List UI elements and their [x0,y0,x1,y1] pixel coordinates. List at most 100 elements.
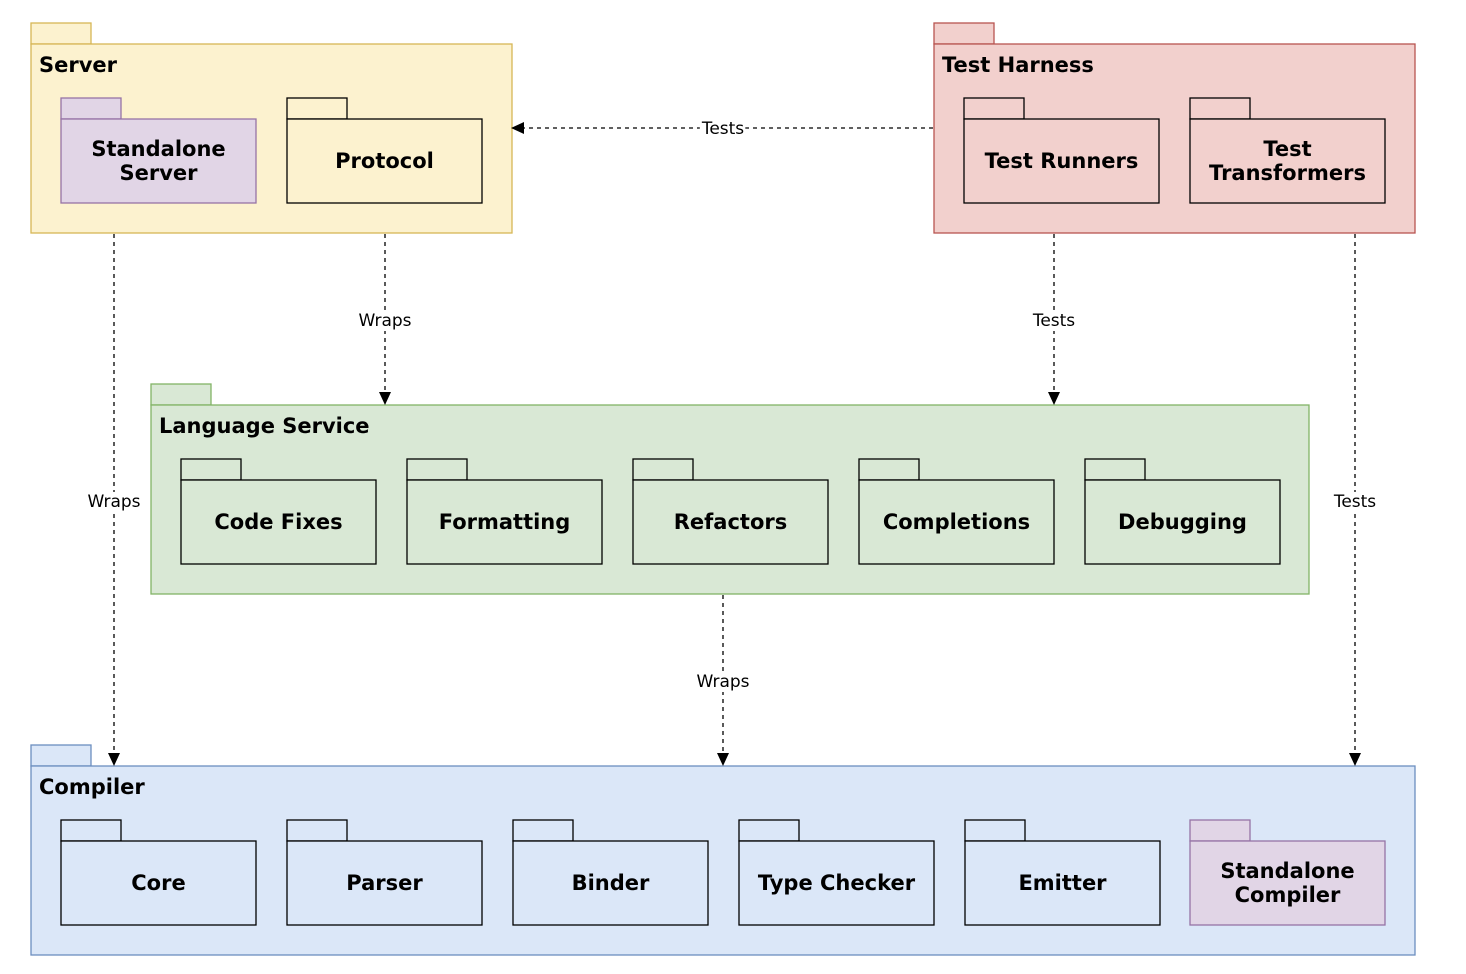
subpackage-core-tab [60,819,122,842]
subpackage-standalone-compiler-label: Standalone [1220,859,1354,883]
edge-language-service-to-compiler: Wraps [695,595,751,766]
subpackage-test-runners-tab [963,97,1025,120]
edge-server-to-compiler-label: Wraps [87,492,140,512]
subpackage-test-transformers-label: Transformers [1209,161,1366,185]
subpackage-refactors-label: Refactors [674,510,788,534]
subpackage-code-fixes-body [180,479,377,565]
subpackage-standalone-server-body [60,118,257,204]
subpackage-protocol-tab [286,97,348,120]
subpackage-core-body [60,840,257,926]
subpackage-parser: Parser [286,819,483,926]
subpackage-code-fixes-tab [180,458,242,481]
edge-protocol-to-language-service-label-bg [357,311,413,331]
edge-test-runners-to-language-service-label: Tests [1032,311,1075,331]
subpackage-parser-body [286,840,483,926]
subpackage-type-checker-tab [738,819,800,842]
subpackage-completions: Completions [858,458,1055,565]
subpackage-completions-label: Completions [883,510,1030,534]
subpackage-binder-label: Binder [572,871,650,895]
subpackage-test-transformers-label: Test [1263,137,1311,161]
edge-test-harness-to-server: Tests [511,119,933,139]
subpackage-completions-body [858,479,1055,565]
subpackage-emitter-body [964,840,1161,926]
subpackage-test-runners-body [963,118,1160,204]
subpackage-standalone-compiler-label: Compiler [1235,883,1341,907]
subpackage-emitter-label: Emitter [1018,871,1107,895]
package-test-harness-tab [933,22,995,45]
subpackage-debugging-body [1084,479,1281,565]
subpackage-debugging-label: Debugging [1118,510,1247,534]
edge-protocol-to-language-service: Wraps [357,234,413,405]
subpackage-emitter-tab [964,819,1026,842]
subpackage-binder-tab [512,819,574,842]
edge-test-harness-to-compiler-arrowhead [1349,753,1361,766]
subpackage-test-transformers-body [1189,118,1386,204]
subpackage-standalone-compiler-body [1189,840,1386,926]
subpackage-formatting: Formatting [406,458,603,565]
subpackage-code-fixes: Code Fixes [180,458,377,565]
edge-server-to-compiler-arrowhead [108,753,120,766]
edge-test-harness-to-server-label: Tests [701,119,744,139]
subpackage-type-checker-label: Type Checker [758,871,916,895]
subpackage-refactors-tab [632,458,694,481]
subpackage-protocol-body [286,118,483,204]
subpackage-emitter: Emitter [964,819,1161,926]
subpackage-formatting-body [406,479,603,565]
edge-test-runners-to-language-service: Tests [1030,234,1077,405]
package-server-tab [30,22,92,45]
subpackage-test-runners: Test Runners [963,97,1160,204]
edge-test-harness-to-compiler-label-bg [1331,492,1378,512]
edge-test-harness-to-server-label-bg [699,119,746,139]
package-title-server: Server [39,53,118,77]
edge-server-to-compiler-label-bg [86,492,142,512]
package-title-test-harness: Test Harness [942,53,1094,77]
edge-test-harness-to-server-arrowhead [511,122,524,134]
package-title-language-service: Language Service [159,414,370,438]
subpackage-protocol-label: Protocol [335,149,434,173]
subpackage-protocol: Protocol [286,97,483,204]
edge-test-runners-to-language-service-arrowhead [1048,392,1060,405]
subpackage-core: Core [60,819,257,926]
subpackage-test-transformers-tab [1189,97,1251,120]
subpackage-refactors: Refactors [632,458,829,565]
edge-language-service-to-compiler-label-bg [695,672,751,692]
subpackage-debugging-tab [1084,458,1146,481]
subpackage-formatting-label: Formatting [439,510,571,534]
subpackage-standalone-compiler-tab [1189,819,1251,842]
package-compiler-body [30,765,1416,956]
edge-server-to-compiler: Wraps [86,234,142,766]
subpackage-formatting-tab [406,458,468,481]
subpackage-completions-tab [858,458,920,481]
subpackage-parser-tab [286,819,348,842]
subpackage-refactors-body [632,479,829,565]
edge-test-harness-to-compiler-label: Tests [1333,492,1376,512]
edge-test-harness-to-compiler: Tests [1331,234,1378,766]
package-compiler-tab [30,744,92,767]
subpackage-binder: Binder [512,819,709,926]
subpackage-type-checker-body [738,840,935,926]
subpackage-standalone-server-label: Server [119,161,198,185]
subpackage-core-label: Core [131,871,185,895]
subpackage-parser-label: Parser [346,871,423,895]
subpackage-code-fixes-label: Code Fixes [214,510,342,534]
subpackage-standalone-server-label: Standalone [91,137,225,161]
package-title-compiler: Compiler [39,775,145,799]
package-language-service-tab [150,383,212,406]
subpackage-debugging: Debugging [1084,458,1281,565]
subpackage-test-runners-label: Test Runners [985,149,1139,173]
subpackage-binder-body [512,840,709,926]
edge-test-runners-to-language-service-label-bg [1030,311,1077,331]
subpackage-standalone-server-tab [60,97,122,120]
edge-language-service-to-compiler-label: Wraps [696,672,749,692]
edge-protocol-to-language-service-label: Wraps [358,311,411,331]
edge-protocol-to-language-service-arrowhead [379,392,391,405]
